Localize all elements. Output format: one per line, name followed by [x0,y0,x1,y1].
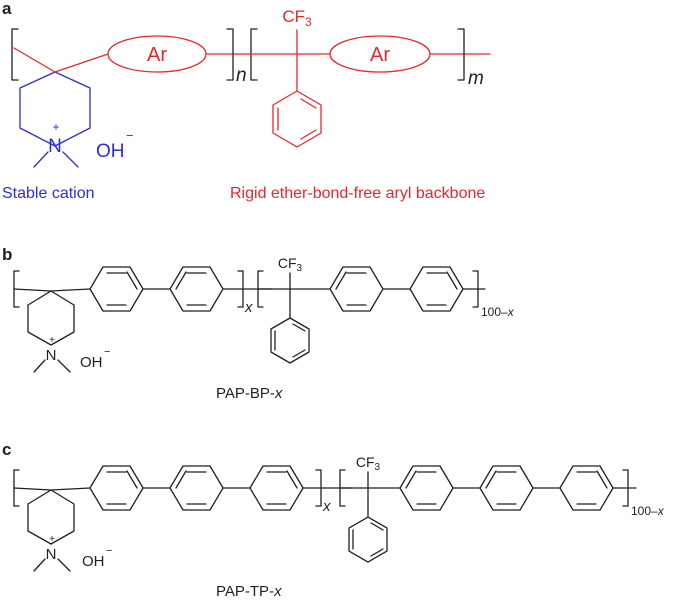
panel-c-repeat-x: x [322,498,331,515]
panel-b-hydroxide: OH [80,354,103,371]
panel-c-terphenyl-ring-6-double-bonds [576,470,608,505]
panel-a-phenyl-ring [272,90,322,148]
panel-a-piperidinium-ring [19,71,91,147]
panel-c-hydroxide: OH [82,553,105,570]
panel-b-phenyl-double-bonds [274,323,306,358]
panel-b-bracket-x-close [237,270,244,308]
panel-a-ar-label-1: Ar [147,44,167,66]
panel-b-repeat-x: x [244,299,253,316]
panel-c-n-methyl-right [57,558,71,572]
panel-a-hydroxide: OH [96,141,125,162]
panel-b-biphenyl-ring-3-double-bonds [335,271,367,306]
panel-a-bracket-n-close [226,28,234,81]
panel-a-n-methyl-left [33,151,49,168]
panel-b-n-methyl-left [33,359,46,373]
panel-b-backbone-bonds-1 [13,288,91,292]
panel-a-cf3: CF3 [282,7,312,29]
panel-a-repeat-n: n [236,65,247,86]
panel-c-terphenyl-ring-1-double-bonds [106,470,138,505]
panel-c: c N + OH − x CF3 [2,440,665,600]
panel-c-terphenyl-ring-4-double-bonds [405,470,437,505]
panel-b-minus-charge: − [104,346,110,358]
panel-c-bracket-x-open [13,469,20,507]
panel-c-phenyl-ring [348,516,388,563]
panel-b-bracket-100-close [472,270,479,308]
panel-b-biphenyl-ring-2-double-bonds [175,271,207,306]
panel-a-label: a [2,0,12,18]
panel-b: b N + OH − x CF3 100–x [2,245,515,402]
panel-c-minus-charge: − [106,545,112,557]
panel-a: a N + OH − Stable cation Ar n CF3 Ar m R… [2,0,491,202]
panel-b-n-methyl-right [57,359,71,373]
panel-c-n-methyl-left [33,558,46,572]
panel-c-bracket-x-close [315,469,322,507]
panel-b-repeat-100-x: 100–x [481,305,515,319]
panel-c-phenyl-double-bonds [352,522,384,557]
panel-c-nitrogen: N [46,546,57,563]
panel-c-terphenyl-ring-3-double-bonds [266,470,298,505]
panel-a-bracket-n-open [11,28,19,81]
panel-b-phenyl-ring [270,317,310,364]
panel-b-biphenyl-ring-1-double-bonds [106,271,138,306]
panel-a-stable-cation-caption: Stable cation [2,185,95,202]
panel-a-n-methyl-right [62,151,79,168]
panel-b-cf3: CF3 [278,255,303,274]
panel-a-backbone-bonds [13,47,109,73]
panel-a-backbone-caption: Rigid ether-bond-free aryl backbone [230,185,485,202]
panel-c-bracket-100-close [622,469,629,507]
panel-b-label: b [2,245,12,264]
panel-a-repeat-m: m [468,68,484,89]
panel-c-label: c [2,440,11,459]
panel-a-bracket-m-close [457,28,465,81]
panel-c-terphenyl-ring-2-double-bonds [175,470,207,505]
panel-c-polymer-name: PAP-TP-x [216,583,282,600]
panel-c-piperidinium-ring [27,489,75,545]
panel-c-repeat-100-x: 100–x [631,504,665,518]
panel-a-phenyl-double-bonds [277,98,317,140]
panel-a-plus-charge: + [52,120,59,134]
panel-c-backbone-bonds-1 [13,487,91,491]
panel-b-plus-charge: + [49,335,55,346]
panel-a-nitrogen: N [48,136,62,157]
panel-b-nitrogen: N [46,347,57,364]
panel-a-ar-label-2: Ar [370,44,390,66]
panel-a-minus-charge: − [126,128,134,143]
panel-b-bracket-x-open [13,270,20,308]
panel-b-biphenyl-ring-4-double-bonds [426,271,458,306]
panel-b-polymer-name: PAP-BP-x [216,385,283,402]
panel-c-terphenyl-ring-5-double-bonds [485,470,517,505]
panel-b-piperidinium-ring [27,290,75,346]
panel-c-cf3: CF3 [356,454,381,473]
panel-c-plus-charge: + [49,534,55,545]
